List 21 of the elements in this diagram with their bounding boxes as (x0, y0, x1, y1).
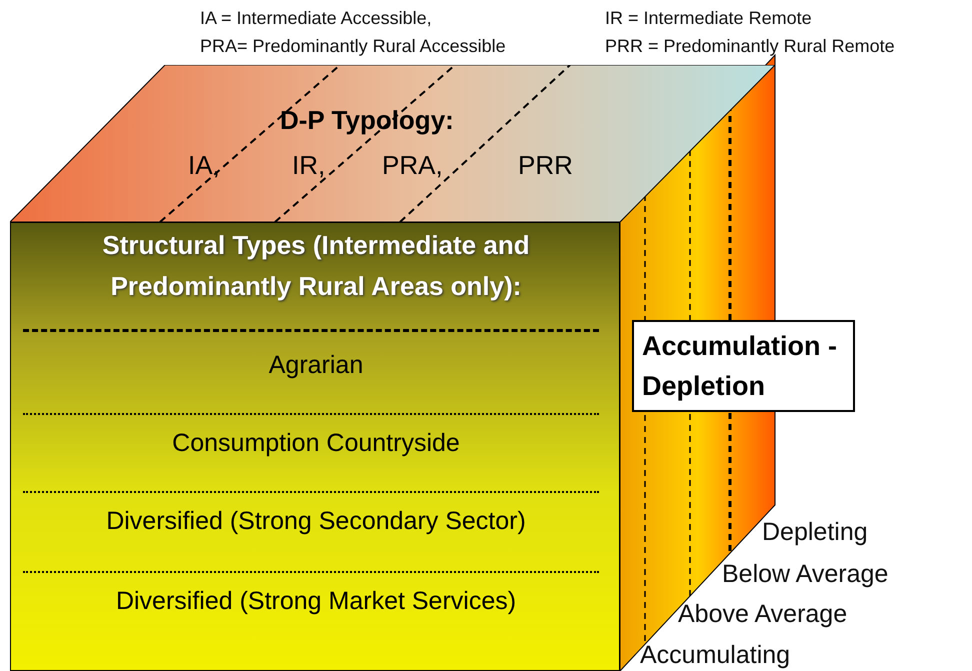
legend-text: PRR = Predominantly Rural Remote (605, 36, 895, 57)
legend-text: IR = Intermediate Remote (605, 8, 812, 29)
structural-types-heading: Structural Types (Intermediate and Predominantly Rural Areas only): (101, 229, 531, 303)
typology-heading: D-P Typology: (280, 105, 454, 136)
axis-level-label: Depleting (762, 518, 868, 547)
typology-label: IA, (188, 150, 220, 181)
axis-level-label: Below Average (722, 560, 888, 589)
structural-type-label: Diversified (Strong Market Services) (114, 587, 518, 616)
axis-level-label: Accumulating (640, 641, 790, 670)
structural-type-label: Agrarian (268, 351, 364, 380)
box-label: Accumulation - Depletion (642, 330, 838, 403)
typology-label: PRA, (382, 150, 443, 181)
structural-type-label: Diversified (Strong Secondary Sector) (105, 507, 527, 536)
structural-type-label: Consumption Countryside (171, 429, 461, 458)
legend-text: PRA= Predominantly Rural Accessible (200, 36, 506, 57)
legend-text: IA = Intermediate Accessible, (200, 8, 432, 29)
accumulation-depletion-box (632, 320, 855, 412)
typology-label: PRR (518, 150, 573, 181)
axis-level-label: Above Average (678, 600, 848, 629)
cube-top-face (10, 65, 775, 222)
typology-label: IR, (292, 150, 326, 181)
